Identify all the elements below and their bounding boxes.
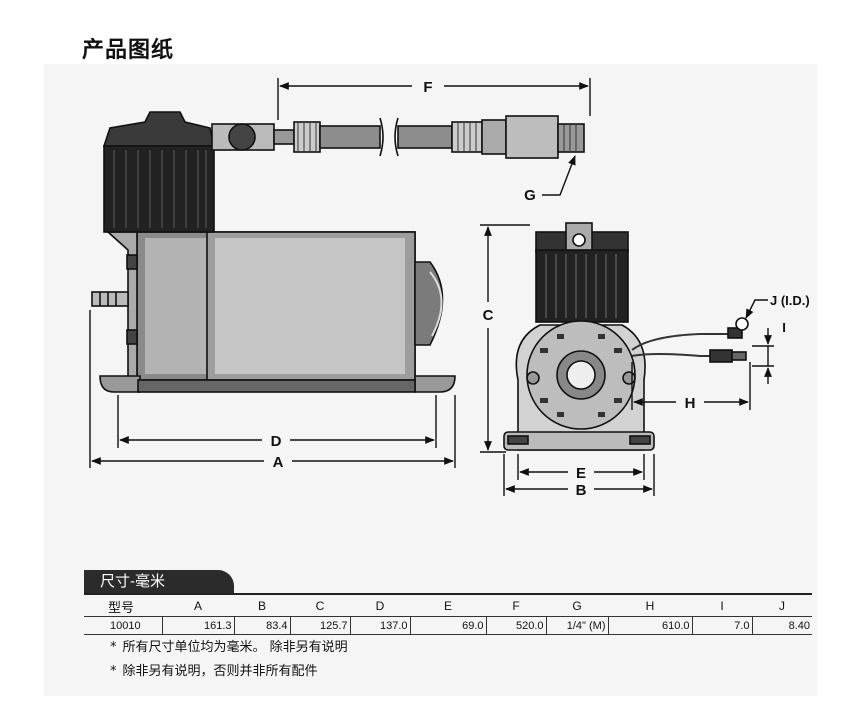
dim-label-h: H bbox=[685, 395, 696, 412]
note-text: 除非另有说明，否则并非所有配件 bbox=[122, 664, 318, 679]
note-text: 所有尺寸单位均为毫米。 除非另有说明 bbox=[122, 640, 348, 655]
table-cell: 161.3 bbox=[161, 616, 234, 635]
dim-label-e: E bbox=[576, 465, 586, 482]
page-title: 产品图纸 bbox=[82, 38, 175, 63]
header-cell: A bbox=[193, 599, 202, 613]
table-cell: 1/4" (M) bbox=[545, 616, 608, 635]
dim-label-f: F bbox=[423, 79, 432, 96]
table-cell: 610.0 bbox=[607, 616, 692, 635]
table-cell: 10010 bbox=[84, 616, 162, 635]
dim-label-d: D bbox=[271, 433, 282, 450]
note-item: * 除非另有说明，否则并非所有配件 bbox=[110, 660, 348, 684]
table-cell: 8.40 bbox=[751, 616, 812, 635]
header-cell: F bbox=[512, 599, 520, 613]
dim-label-a: A bbox=[273, 454, 284, 471]
header-cell: I bbox=[720, 599, 724, 613]
table-divider bbox=[84, 593, 812, 595]
dimension-table: 型号 A B C D E F G H I J 10010 161.3 83.4 … bbox=[84, 596, 812, 635]
dim-label-i: I bbox=[782, 320, 786, 335]
note-marker: * bbox=[110, 664, 117, 679]
table-cell: 7.0 bbox=[691, 616, 752, 635]
header-cell: H bbox=[645, 599, 655, 613]
table-cell: 125.7 bbox=[289, 616, 350, 635]
header-cell: B bbox=[257, 599, 266, 613]
dim-label-b: B bbox=[576, 482, 587, 499]
front-view bbox=[503, 222, 749, 451]
note-marker: * bbox=[110, 640, 117, 655]
table-tab: 尺寸-毫米 bbox=[84, 570, 234, 594]
table-cell: 137.0 bbox=[349, 616, 410, 635]
dim-label-g: G bbox=[524, 187, 536, 204]
header-cell: C bbox=[315, 599, 325, 613]
notes: * 所有尺寸单位均为毫米。 除非另有说明 * 除非另有说明，否则并非所有配件 bbox=[110, 636, 348, 684]
table-cell: 83.4 bbox=[233, 616, 290, 635]
table-row: 10010 161.3 83.4 125.7 137.0 69.0 520.0 … bbox=[84, 616, 812, 635]
header-cell: 型号 bbox=[108, 599, 135, 615]
dimension-lines bbox=[89, 78, 774, 496]
table-header-row: 型号 A B C D E F G H I J bbox=[84, 596, 812, 617]
header-cell: D bbox=[375, 599, 385, 613]
technical-drawing: F G D A C E B H J (I.D.) I bbox=[89, 78, 810, 499]
table-cell: 69.0 bbox=[409, 616, 486, 635]
header-cell: G bbox=[572, 599, 582, 613]
dim-label-c: C bbox=[483, 307, 494, 324]
header-cell: E bbox=[443, 599, 452, 613]
side-view bbox=[91, 111, 585, 393]
header-cell: J bbox=[779, 599, 785, 613]
note-item: * 所有尺寸单位均为毫米。 除非另有说明 bbox=[110, 636, 348, 660]
dim-label-j: J (I.D.) bbox=[770, 293, 810, 308]
table-cell: 520.0 bbox=[485, 616, 546, 635]
